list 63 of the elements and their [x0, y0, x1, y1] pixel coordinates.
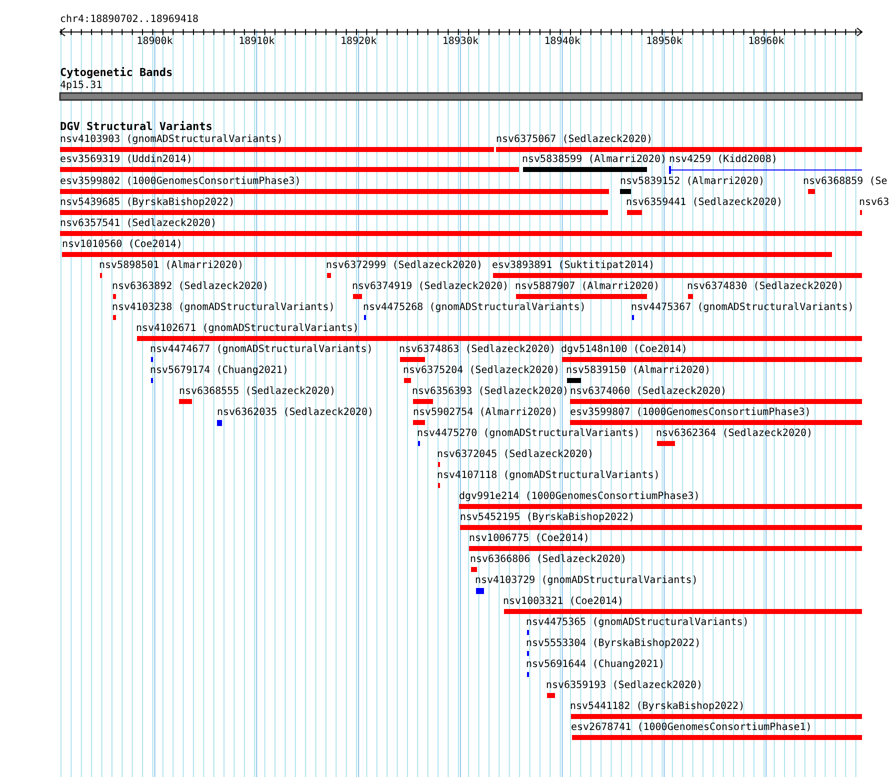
variant-label: nsv4259 (Kidd2008)	[669, 154, 778, 166]
variant-label: nsv5553304 (ByrskaBishop2022)	[526, 638, 701, 650]
variant-label: nsv6375067 (Sedlazeck2020)	[496, 134, 653, 146]
tick-label: 18960k	[748, 36, 784, 48]
variant-label: nsv5898501 (Almarri2020)	[99, 260, 244, 272]
variant-label: nsv4475270 (gnomADStructuralVariants)	[417, 428, 640, 440]
variant-label: esv2678741 (1000GenomesConsortiumPhase1)	[571, 722, 812, 734]
variant-label: nsv1006775 (Coe2014)	[469, 533, 590, 545]
variant-label: nsv63	[859, 197, 890, 209]
tick-label: 18950k	[646, 36, 682, 48]
variant-label: dgv5148n100 (Coe2014)	[561, 344, 688, 356]
variant-label: nsv5887907 (Almarri2020)	[515, 281, 660, 293]
variant-label: dgv991e214 (1000GenomesConsortiumPhase3)	[459, 491, 700, 503]
variant-label: nsv5441182 (ByrskaBishop2022)	[570, 701, 745, 713]
variant-label: nsv4103903 (gnomADStructuralVariants)	[60, 134, 283, 146]
region-label: chr4:18890702..18969418	[60, 14, 198, 26]
variant-label: nsv6375204 (Sedlazeck2020)	[403, 365, 560, 377]
variant-label: nsv5452195 (ByrskaBishop2022)	[460, 512, 635, 524]
variant-label: nsv1010560 (Coe2014)	[62, 239, 182, 251]
track-heading: DGV Structural Variants	[60, 121, 212, 133]
variant-label: nsv6368859 (Se	[803, 176, 888, 188]
variant-label: nsv5439685 (ByrskaBishop2022)	[60, 197, 235, 209]
variant-label: nsv5679174 (Chuang2021)	[150, 365, 288, 377]
variant-label: nsv5691644 (Chuang2021)	[526, 659, 664, 671]
tick-label: 18910k	[238, 36, 275, 48]
variant-label: nsv4103729 (gnomADStructuralVariants)	[475, 575, 698, 587]
variant-label: esv3893891 (Suktitipat2014)	[492, 260, 655, 272]
variant-label: nsv6357541 (Sedlazeck2020)	[60, 218, 217, 230]
tick-label: 18920k	[340, 36, 377, 48]
variant-label: nsv4103238 (gnomADStructuralVariants)	[112, 302, 335, 314]
tick-label: 18900k	[136, 36, 173, 48]
variant-label: nsv5838599 (Almarri2020)	[522, 154, 666, 166]
variant-label: nsv6374830 (Sedlazeck2020)	[687, 281, 844, 293]
variant-label: nsv4107118 (gnomADStructuralVariants)	[437, 470, 660, 482]
variant-label: nsv5839152 (Almarri2020)	[620, 176, 764, 188]
variant-label: nsv6359193 (Sedlazeck2020)	[546, 680, 703, 692]
variant-label: nsv6368555 (Sedlazeck2020)	[179, 386, 336, 398]
variant-label: nsv6374919 (Sedlazeck2020)	[352, 281, 509, 293]
variant-label: nsv6372045 (Sedlazeck2020)	[437, 449, 594, 461]
tick-label: 18930k	[442, 36, 478, 48]
variant-label: nsv4475367 (gnomADStructuralVariants)	[631, 302, 854, 314]
variant-label: esv3599802 (1000GenomesConsortiumPhase3)	[60, 176, 301, 188]
variant-label: nsv6363892 (Sedlazeck2020)	[112, 281, 269, 293]
variant-label: esv3599807 (1000GenomesConsortiumPhase3)	[570, 407, 811, 419]
variant-label: nsv4102671 (gnomADStructuralVariants)	[136, 323, 359, 335]
variant-label: nsv6366806 (Sedlazeck2020)	[470, 554, 627, 566]
variant-label: nsv6362035 (Sedlazeck2020)	[217, 407, 374, 419]
variant-label: nsv5902754 (Almarri2020)	[413, 407, 558, 419]
variant-label: nsv4475268 (gnomADStructuralVariants)	[363, 302, 586, 314]
variant-label: nsv6359441 (Sedlazeck2020)	[626, 197, 783, 209]
variant-label: nsv6374060 (Sedlazeck2020)	[570, 386, 727, 398]
variant-label: nsv4475365 (gnomADStructuralVariants)	[526, 617, 749, 629]
variant-label: nsv6356393 (Sedlazeck2020)	[412, 386, 569, 398]
band-label: 4p15.31	[60, 80, 102, 92]
variant-label: nsv6374863 (Sedlazeck2020)	[399, 344, 556, 356]
variant-label: nsv5839150 (Almarri2020)	[566, 365, 710, 377]
tick-label: 18940k	[544, 36, 580, 48]
variant-label: esv3569319 (Uddin2014)	[60, 154, 192, 166]
track-heading: Cytogenetic Bands	[60, 67, 173, 79]
variant-label: nsv6362364 (Sedlazeck2020)	[656, 428, 813, 440]
variant-label: nsv4474677 (gnomADStructuralVariants)	[150, 344, 373, 356]
variant-label: nsv6372999 (Sedlazeck2020)	[326, 260, 483, 272]
variant-label: nsv1003321 (Coe2014)	[503, 596, 624, 608]
